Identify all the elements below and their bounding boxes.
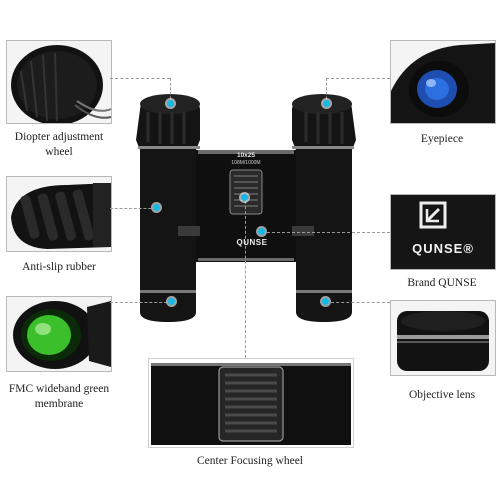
callout-line-diopter-v — [170, 78, 171, 104]
marker-diopter — [167, 100, 174, 107]
label-anti-slip: Anti-slip rubber — [22, 261, 96, 273]
eyepiece-closeup — [390, 40, 496, 124]
brand-logo-text: QUNSE® — [412, 241, 474, 256]
callout-line-anti-slip — [110, 208, 156, 209]
diopter-wheel-closeup — [6, 40, 112, 124]
label-brand: Brand QUNSE — [407, 277, 477, 289]
marker-fmc — [168, 298, 175, 305]
anti-slip-rubber-closeup — [6, 176, 112, 252]
fmc-green-lens-closeup — [6, 296, 112, 372]
objective-lens-closeup — [390, 300, 496, 376]
marker-focus — [241, 194, 248, 201]
callout-line-focus — [245, 196, 246, 358]
bridge-brand-mark: QUNSE — [236, 238, 268, 247]
label-fmc: FMC wideband green membrane — [8, 383, 110, 410]
label-eyepiece: Eyepiece — [420, 133, 464, 145]
marker-anti-slip — [153, 204, 160, 211]
callout-line-eyepiece-v — [326, 78, 327, 104]
label-focus-wheel: Center Focusing wheel — [196, 455, 304, 467]
marker-eyepiece — [323, 100, 330, 107]
label-objective: Objective lens — [408, 389, 476, 401]
callout-line-objective — [326, 302, 390, 303]
focus-wheel-closeup — [148, 358, 354, 448]
callout-line-fmc — [110, 302, 172, 303]
brand-logo-closeup: QUNSE® — [390, 194, 496, 270]
spec-field: 108M/1000M — [231, 160, 261, 166]
callout-line-brand — [262, 232, 390, 233]
callout-line-eyepiece — [326, 78, 390, 79]
marker-brand — [258, 228, 265, 235]
spec-magnification: 10x25 — [236, 152, 256, 159]
callout-line-diopter — [110, 78, 170, 79]
label-diopter: Diopter adjustment wheel — [14, 131, 104, 158]
marker-objective — [322, 298, 329, 305]
